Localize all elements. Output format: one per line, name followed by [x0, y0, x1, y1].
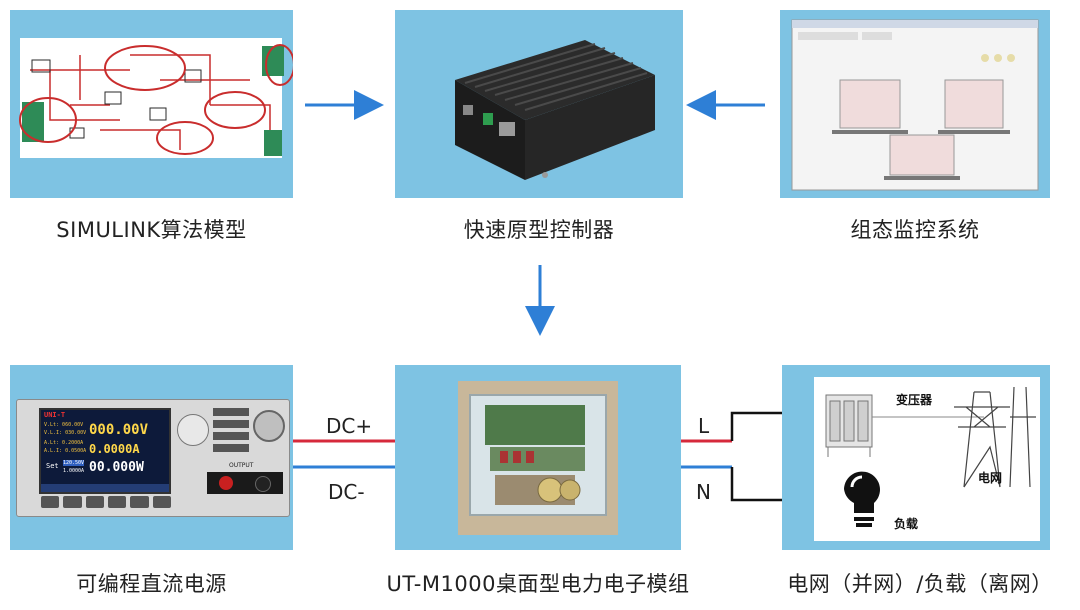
monitor-software-screenshot	[791, 19, 1039, 191]
function-key[interactable]	[107, 496, 127, 508]
load-label: 负载	[894, 517, 919, 531]
a-set-readout: A.Lt: 0.2000A	[44, 440, 84, 446]
keypad[interactable]	[213, 408, 249, 456]
output-label: OUTPUT	[229, 462, 254, 469]
function-key[interactable]	[85, 496, 104, 508]
dc-minus-label: DC-	[328, 480, 365, 504]
neutral-label: N	[696, 480, 711, 504]
v-set-readout: V.Lt: 060.00V	[44, 422, 84, 428]
negative-terminal[interactable]	[255, 476, 271, 492]
rotary-knob[interactable]	[253, 410, 285, 442]
set-label: Set	[46, 462, 59, 470]
set-current-readout: 1.0000A	[63, 468, 85, 474]
grid-illustration: 变压器 电网 负载	[814, 377, 1040, 541]
current-readout: 0.0000A	[89, 442, 140, 456]
controller-panel	[395, 10, 683, 198]
grid-connection-wire	[730, 411, 782, 502]
power-supply-panel: UNI-T V.Lt: 060.00V V.L.I: 030.00V A.Lt:…	[10, 365, 293, 550]
voltage-readout: 000.00V	[89, 422, 149, 438]
grid-caption: 电网（并网）/负载（离网）	[787, 572, 1053, 596]
power-supply-device: UNI-T V.Lt: 060.00V V.L.I: 030.00V A.Lt:…	[16, 399, 290, 517]
controller-caption: 快速原型控制器	[463, 218, 615, 242]
grid-panel: 变压器 电网 负载	[782, 365, 1050, 550]
function-keys	[41, 496, 171, 508]
function-key[interactable]	[152, 496, 171, 508]
brand-label: UNI-T	[44, 411, 66, 419]
module-photo	[458, 381, 618, 535]
output-terminals	[207, 472, 283, 494]
controller-device-image	[455, 40, 655, 180]
power-supply-caption: 可编程直流电源	[76, 572, 227, 596]
monitor-panel	[780, 10, 1050, 198]
simulink-panel	[10, 10, 293, 198]
power-supply-screen: UNI-T V.Lt: 060.00V V.L.I: 030.00V A.Lt:…	[39, 408, 171, 494]
v-limit-readout: V.L.I: 030.00V	[44, 430, 87, 436]
function-key[interactable]	[130, 496, 149, 508]
module-panel	[395, 365, 681, 550]
line-label: L	[698, 414, 710, 438]
nav-pad[interactable]	[177, 414, 209, 446]
function-key[interactable]	[41, 496, 60, 508]
grid-drawing	[825, 386, 1036, 527]
transformer-label: 变压器	[896, 393, 933, 407]
simulink-model-diagram	[19, 38, 293, 158]
set-voltage-readout: 120.50V	[63, 460, 85, 466]
positive-terminal[interactable]	[219, 476, 233, 490]
function-key[interactable]	[63, 496, 82, 508]
grid-label: 电网	[978, 471, 1003, 485]
module-caption: UT-M1000桌面型电力电子模组	[386, 572, 690, 596]
power-readout: 00.000W	[89, 460, 144, 475]
dc-plus-label: DC+	[326, 414, 373, 438]
a-limit-readout: A.L.I: 0.0500A	[44, 448, 87, 454]
monitor-caption: 组态监控系统	[850, 218, 980, 242]
simulink-caption: SIMULINK算法模型	[56, 218, 247, 242]
screen-softkey-bar	[41, 484, 169, 492]
